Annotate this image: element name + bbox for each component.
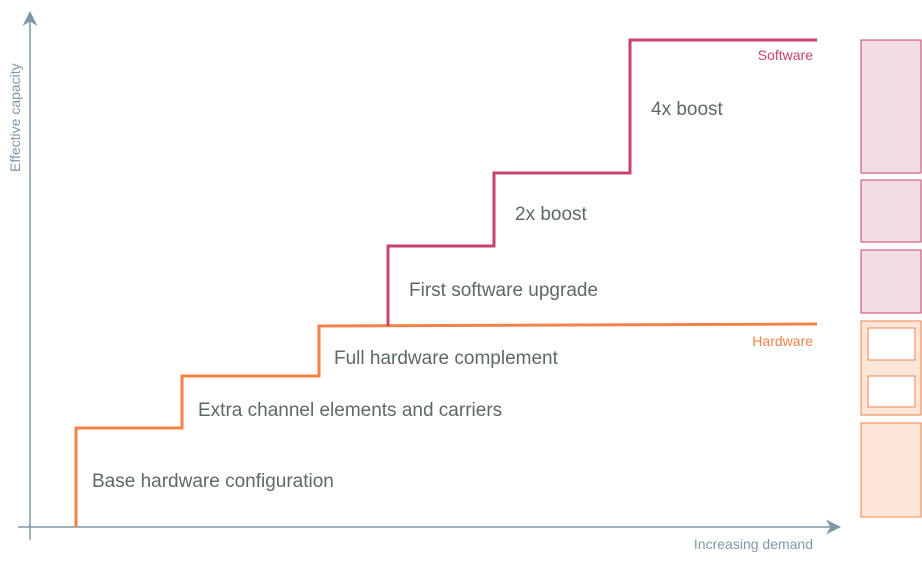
hardware-label: Hardware	[752, 333, 813, 349]
software-block-first	[860, 249, 922, 314]
software-line	[386, 38, 817, 326]
y-axis-label: Effective capacity	[7, 63, 23, 172]
step-label-base: Base hardware configuration	[92, 471, 334, 492]
software-block-2x	[860, 179, 922, 243]
step-label-2x: 2x boost	[515, 204, 588, 225]
step-label-extra: Extra channel elements and carriers	[198, 400, 502, 421]
step-label-first-software: First software upgrade	[409, 280, 598, 301]
x-axis-label: Increasing demand	[694, 536, 813, 552]
software-block-4x	[860, 39, 922, 174]
step-label-full: Full hardware complement	[334, 348, 559, 369]
software-label: Software	[758, 47, 813, 63]
step-label-4x: 4x boost	[651, 99, 724, 120]
hardware-block-base	[860, 422, 922, 518]
hardware-sub-block-full	[867, 327, 916, 361]
hardware-sub-block-extra	[867, 375, 916, 408]
hardware-line	[74, 322, 818, 527]
